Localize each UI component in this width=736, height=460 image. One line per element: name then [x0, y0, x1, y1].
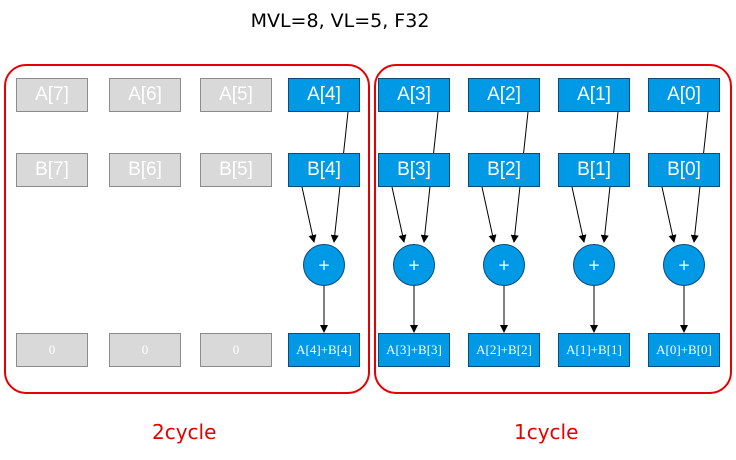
vector-a-cell: A[4] — [288, 78, 360, 112]
data-flow-arrow — [661, 186, 677, 243]
vector-b-cell: B[3] — [378, 153, 450, 187]
zero-cell: 0 — [200, 333, 272, 367]
cycle-label-1cycle: 1cycle — [514, 420, 579, 444]
vector-b-cell: B[5] — [200, 153, 272, 187]
vector-b-cell: B[0] — [648, 153, 720, 187]
data-flow-arrow — [571, 186, 587, 243]
data-flow-arrow — [301, 186, 317, 243]
result-cell: A[0]+B[0] — [648, 333, 720, 367]
vector-b-cell: B[7] — [16, 153, 88, 187]
result-cell: A[1]+B[1] — [558, 333, 630, 367]
zero-cell: 0 — [16, 333, 88, 367]
vector-b-cell: B[6] — [109, 153, 181, 187]
vector-a-cell: A[0] — [648, 78, 720, 112]
cycle-label-2cycle: 2cycle — [152, 420, 217, 444]
zero-cell: 0 — [109, 333, 181, 367]
vector-a-cell: A[5] — [200, 78, 272, 112]
adder-node: + — [393, 244, 435, 286]
result-cell: A[4]+B[4] — [288, 333, 360, 367]
vector-b-cell: B[4] — [288, 153, 360, 187]
vector-a-cell: A[7] — [16, 78, 88, 112]
data-flow-arrow — [391, 186, 407, 243]
diagram-title: MVL=8, VL=5, F32 — [250, 10, 430, 32]
result-cell: A[2]+B[2] — [468, 333, 540, 367]
vector-a-cell: A[1] — [558, 78, 630, 112]
data-flow-arrow — [481, 186, 497, 243]
result-cell: A[3]+B[3] — [378, 333, 450, 367]
vector-a-cell: A[3] — [378, 78, 450, 112]
vector-a-cell: A[6] — [109, 78, 181, 112]
group-2cycle — [4, 64, 370, 394]
adder-node: + — [303, 244, 345, 286]
vector-b-cell: B[2] — [468, 153, 540, 187]
adder-node: + — [483, 244, 525, 286]
adder-node: + — [663, 244, 705, 286]
group-1cycle — [374, 64, 732, 394]
vector-b-cell: B[1] — [558, 153, 630, 187]
vector-a-cell: A[2] — [468, 78, 540, 112]
adder-node: + — [573, 244, 615, 286]
